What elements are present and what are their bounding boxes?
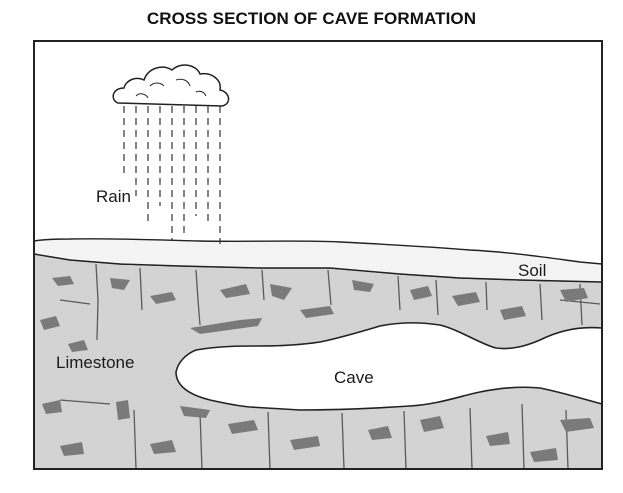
soil-label: Soil	[518, 261, 546, 280]
limestone-label: Limestone	[56, 353, 134, 372]
limestone-deposits	[40, 276, 594, 462]
rain-streaks	[123, 106, 221, 244]
rain-label: Rain	[96, 187, 131, 206]
diagram-frame	[33, 40, 603, 470]
limestone-cracks	[59, 263, 601, 469]
diagram-title: CROSS SECTION OF CAVE FORMATION	[146, 9, 477, 28]
cave-label: Cave	[334, 368, 374, 387]
soil-layer	[34, 238, 602, 283]
cloud-icon	[112, 64, 230, 107]
cave-chamber	[175, 322, 602, 411]
